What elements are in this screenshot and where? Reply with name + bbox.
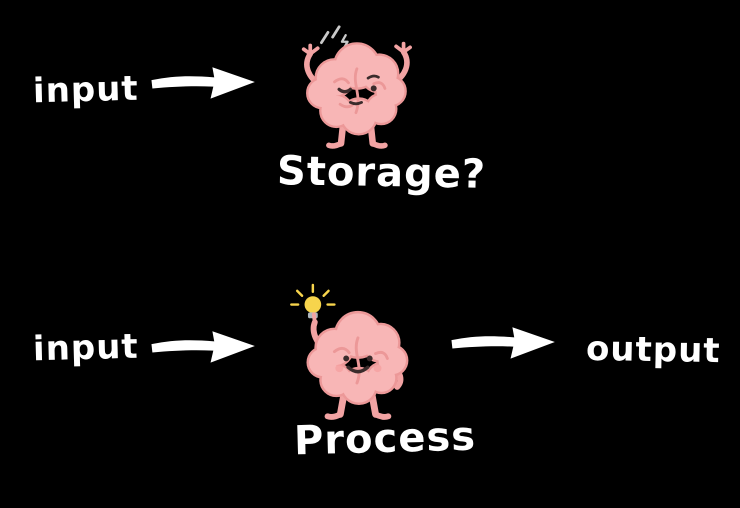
output-label: output — [585, 328, 721, 372]
lightbulb-icon — [290, 283, 336, 319]
bottom-input-label: input — [32, 326, 140, 370]
process-brain-icon — [290, 283, 409, 420]
arrow-right-icon — [451, 327, 555, 359]
storage-node-label: Storage? — [276, 148, 487, 198]
arrow-right-icon — [151, 331, 255, 363]
arrow-right-icon — [151, 67, 255, 99]
irritation-marks-icon — [320, 25, 349, 50]
top-input-label: input — [32, 68, 140, 112]
process-node-label: Process — [293, 413, 477, 465]
storage-brain-icon — [301, 25, 412, 149]
